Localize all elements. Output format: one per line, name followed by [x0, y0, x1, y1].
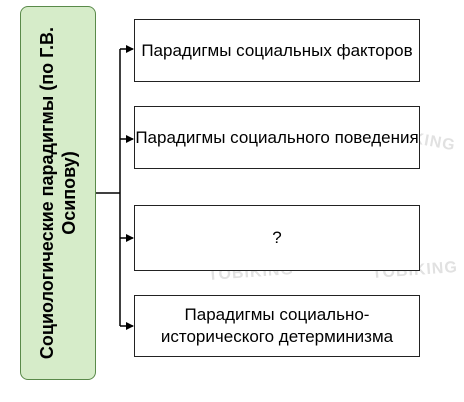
root-node: Социологические парадигмы (по Г.В. Осипо…: [20, 6, 96, 380]
paradigm-box-label: Парадигмы социального поведения: [135, 127, 419, 147]
root-node-label: Социологические парадигмы (по Г.В. Осипо…: [37, 26, 79, 360]
paradigm-box-label: Парадигмы социальных факторов: [141, 40, 413, 60]
paradigm-box-social-behavior: Парадигмы социального поведения: [134, 106, 420, 169]
paradigm-box-unknown: ?: [134, 205, 420, 271]
paradigm-box-label: Парадигмы социально-исторического детерм…: [160, 305, 394, 346]
paradigm-box-historical-determinism: Парадигмы социально-исторического детерм…: [134, 295, 420, 357]
paradigm-box-label: ?: [272, 228, 282, 247]
paradigm-box-social-factors: Парадигмы социальных факторов: [134, 19, 420, 82]
